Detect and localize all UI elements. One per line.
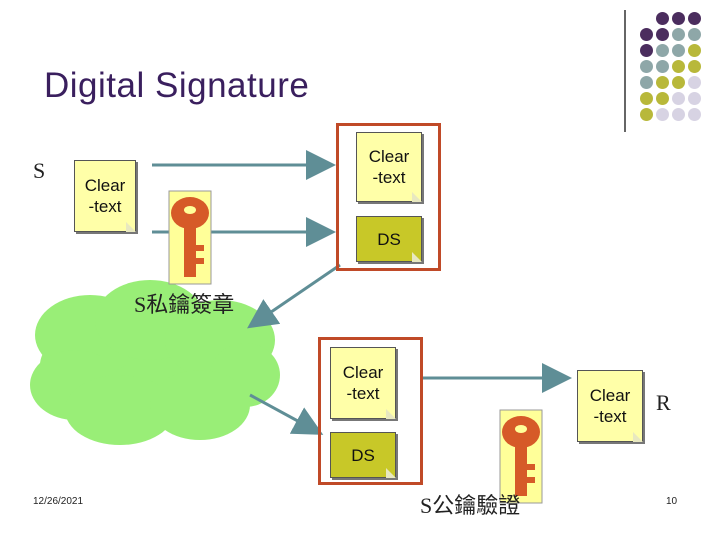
decorative-dot <box>640 28 653 41</box>
decorative-dot <box>672 12 685 25</box>
cleartext-label: Clear -text <box>84 176 126 216</box>
decorative-dot <box>672 28 685 41</box>
decorative-dot <box>672 60 685 73</box>
decorative-dot <box>688 60 701 73</box>
decorative-dot <box>672 44 685 57</box>
decorative-dot <box>640 44 653 57</box>
slide-title: Digital Signature <box>44 66 310 105</box>
key-icon <box>168 190 212 285</box>
decorative-dot <box>656 108 669 121</box>
decorative-dot <box>688 28 701 41</box>
decorative-dot <box>672 76 685 89</box>
signed-package-frame <box>336 123 441 271</box>
decorative-dot <box>688 44 701 57</box>
receiver-cleartext-note: Clear -text <box>577 370 643 442</box>
key-icon <box>499 409 543 504</box>
decorative-dot <box>640 108 653 121</box>
sender-cleartext-note: Clear -text <box>74 160 136 232</box>
receiver-label: R <box>656 390 671 415</box>
decorative-dot <box>656 44 669 57</box>
verify-caption: S公鑰驗證 <box>420 493 521 518</box>
received-ds-note: DS <box>330 432 396 478</box>
page-number: 10 <box>666 496 678 507</box>
cleartext-label: Clear -text <box>368 147 410 187</box>
ds-label: DS <box>377 229 401 249</box>
decorative-dot <box>656 76 669 89</box>
network-cloud <box>30 280 280 445</box>
decorative-dot <box>640 60 653 73</box>
slide-date: 12/26/2021 <box>33 496 84 507</box>
decorative-dot <box>688 108 701 121</box>
decorative-dot <box>656 92 669 105</box>
cleartext-label: Clear -text <box>342 363 384 403</box>
package-cleartext-note: Clear -text <box>356 132 422 202</box>
decorative-dot <box>656 60 669 73</box>
decorative-dot <box>688 76 701 89</box>
divider-line <box>624 10 626 132</box>
received-package-frame <box>318 337 423 485</box>
decorative-dot <box>688 12 701 25</box>
cleartext-label: Clear -text <box>589 386 631 426</box>
decorative-dot <box>640 92 653 105</box>
decorative-dot <box>672 92 685 105</box>
decorative-dot <box>656 28 669 41</box>
decorative-dot <box>656 12 669 25</box>
arrow-to-cloud <box>247 263 341 329</box>
decorative-dot <box>688 92 701 105</box>
package-ds-note: DS <box>356 216 422 262</box>
decorative-dot <box>672 108 685 121</box>
arrow-from-cloud <box>249 393 324 435</box>
decorative-dot <box>640 76 653 89</box>
sender-label: S <box>33 158 46 183</box>
ds-label: DS <box>351 445 375 465</box>
sign-caption: S私鑰簽章 <box>134 292 235 317</box>
received-cleartext-note: Clear -text <box>330 347 396 419</box>
